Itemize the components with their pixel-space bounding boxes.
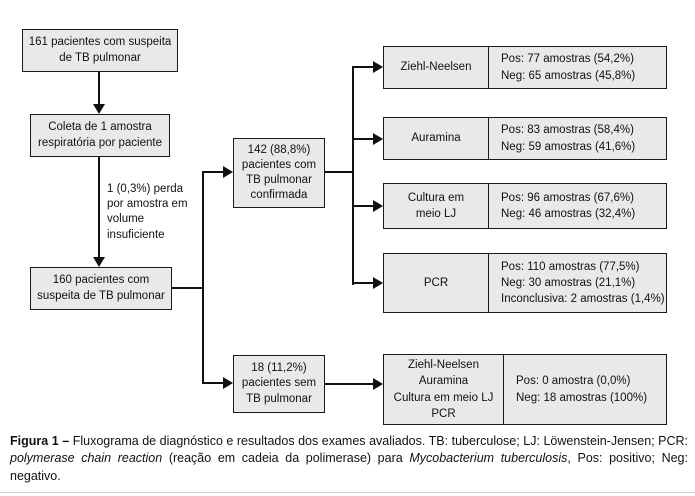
arrowhead-right-pcr — [373, 277, 383, 289]
test-results: Pos: 110 amostras (77,5%) Neg: 30 amostr… — [501, 260, 665, 306]
connector-trunk2-to-zn — [354, 66, 373, 68]
connector-trunk2-to-auramina — [354, 138, 373, 140]
result-box-auramina: Auramina Pos: 83 amostras (58,4%) Neg: 5… — [383, 117, 667, 160]
result-box-ziehl-neelsen: Ziehl-Neelsen Pos: 77 amostras (54,2%) N… — [383, 46, 667, 89]
connector-trunk2-to-cultura — [354, 205, 373, 207]
connector-remaining-to-trunk — [172, 287, 203, 289]
box-patients-remaining: 160 pacientes com suspeita de TB pulmona… — [30, 267, 172, 310]
box-patients-initial: 161 pacientes com suspeita de TB pulmona… — [22, 29, 178, 72]
result-box-all-tests: Ziehl-Neelsen Auramina Cultura em meio L… — [383, 354, 667, 425]
test-results: Pos: 83 amostras (58,4%) Neg: 59 amostra… — [501, 124, 636, 153]
arrowhead-right-confirmed — [223, 166, 233, 178]
connector-notconfirmed-to-combined — [325, 383, 373, 385]
connector-trunk2-to-pcr — [354, 282, 373, 284]
bottom-divider — [0, 492, 695, 493]
test-name: Auramina — [384, 118, 489, 159]
caption-text-2: (reação em cadeia da polimerase) para — [162, 451, 410, 466]
trunk-tests-vertical — [352, 66, 354, 285]
caption-separator: – — [58, 434, 73, 448]
test-name: Ziehl-Neelsen — [384, 47, 489, 88]
caption-italic-2: Mycobacterium tuberculosis — [409, 451, 568, 466]
box-sample-collection: Coleta de 1 amostra respiratória por pac… — [30, 114, 170, 157]
test-name: PCR — [384, 254, 489, 312]
caption-label: Figura 1 — [10, 434, 59, 448]
arrowhead-right-combined — [373, 378, 383, 390]
test-results: Pos: 0 amostra (0,0%) Neg: 18 amostras (… — [516, 375, 648, 404]
arrowhead-down-collection — [93, 104, 105, 114]
arrowhead-down-remaining — [93, 257, 105, 267]
test-name: Ziehl-Neelsen Auramina Cultura em meio L… — [384, 355, 504, 424]
loss-annotation: 1 (0,3%) perda por amostra em volume ins… — [107, 183, 188, 241]
connector-trunk-to-confirmed — [204, 171, 223, 173]
arrowhead-right-auramina — [373, 133, 383, 145]
connector-trunk-to-notconfirmed — [204, 382, 223, 384]
result-box-pcr: PCR Pos: 110 amostras (77,5%) Neg: 30 am… — [383, 253, 667, 313]
trunk-split-vertical — [202, 171, 204, 384]
arrowhead-right-cultura — [373, 200, 383, 212]
test-results: Pos: 77 amostras (54,2%) Neg: 65 amostra… — [501, 53, 636, 82]
box-tb-not-confirmed: 18 (11,2%) pacientes sem TB pulmonar — [233, 355, 325, 413]
arrowhead-right-notconfirmed — [223, 377, 233, 389]
connector-collection-to-remaining — [98, 157, 100, 258]
result-box-cultura: Cultura em meio LJ Pos: 96 amostras (67,… — [383, 183, 667, 229]
box-tb-confirmed: 142 (88,8%) pacientes com TB pulmonar co… — [233, 138, 325, 208]
arrowhead-right-zn — [373, 61, 383, 73]
caption-text-3: , Pos: positivo; Neg: negativo. — [10, 451, 688, 483]
caption-italic-1: polymerase chain reaction — [10, 451, 163, 466]
connector-initial-to-collection — [98, 72, 100, 105]
test-results: Pos: 96 amostras (67,6%) Neg: 46 amostra… — [501, 191, 636, 220]
figure-caption: Figura 1 – Fluxograma de diagnóstico e r… — [10, 433, 688, 485]
test-name: Cultura em meio LJ — [384, 184, 489, 228]
connector-confirmed-to-trunk2 — [325, 171, 353, 173]
caption-text-1: Fluxograma de diagnóstico e resultados d… — [72, 434, 689, 448]
